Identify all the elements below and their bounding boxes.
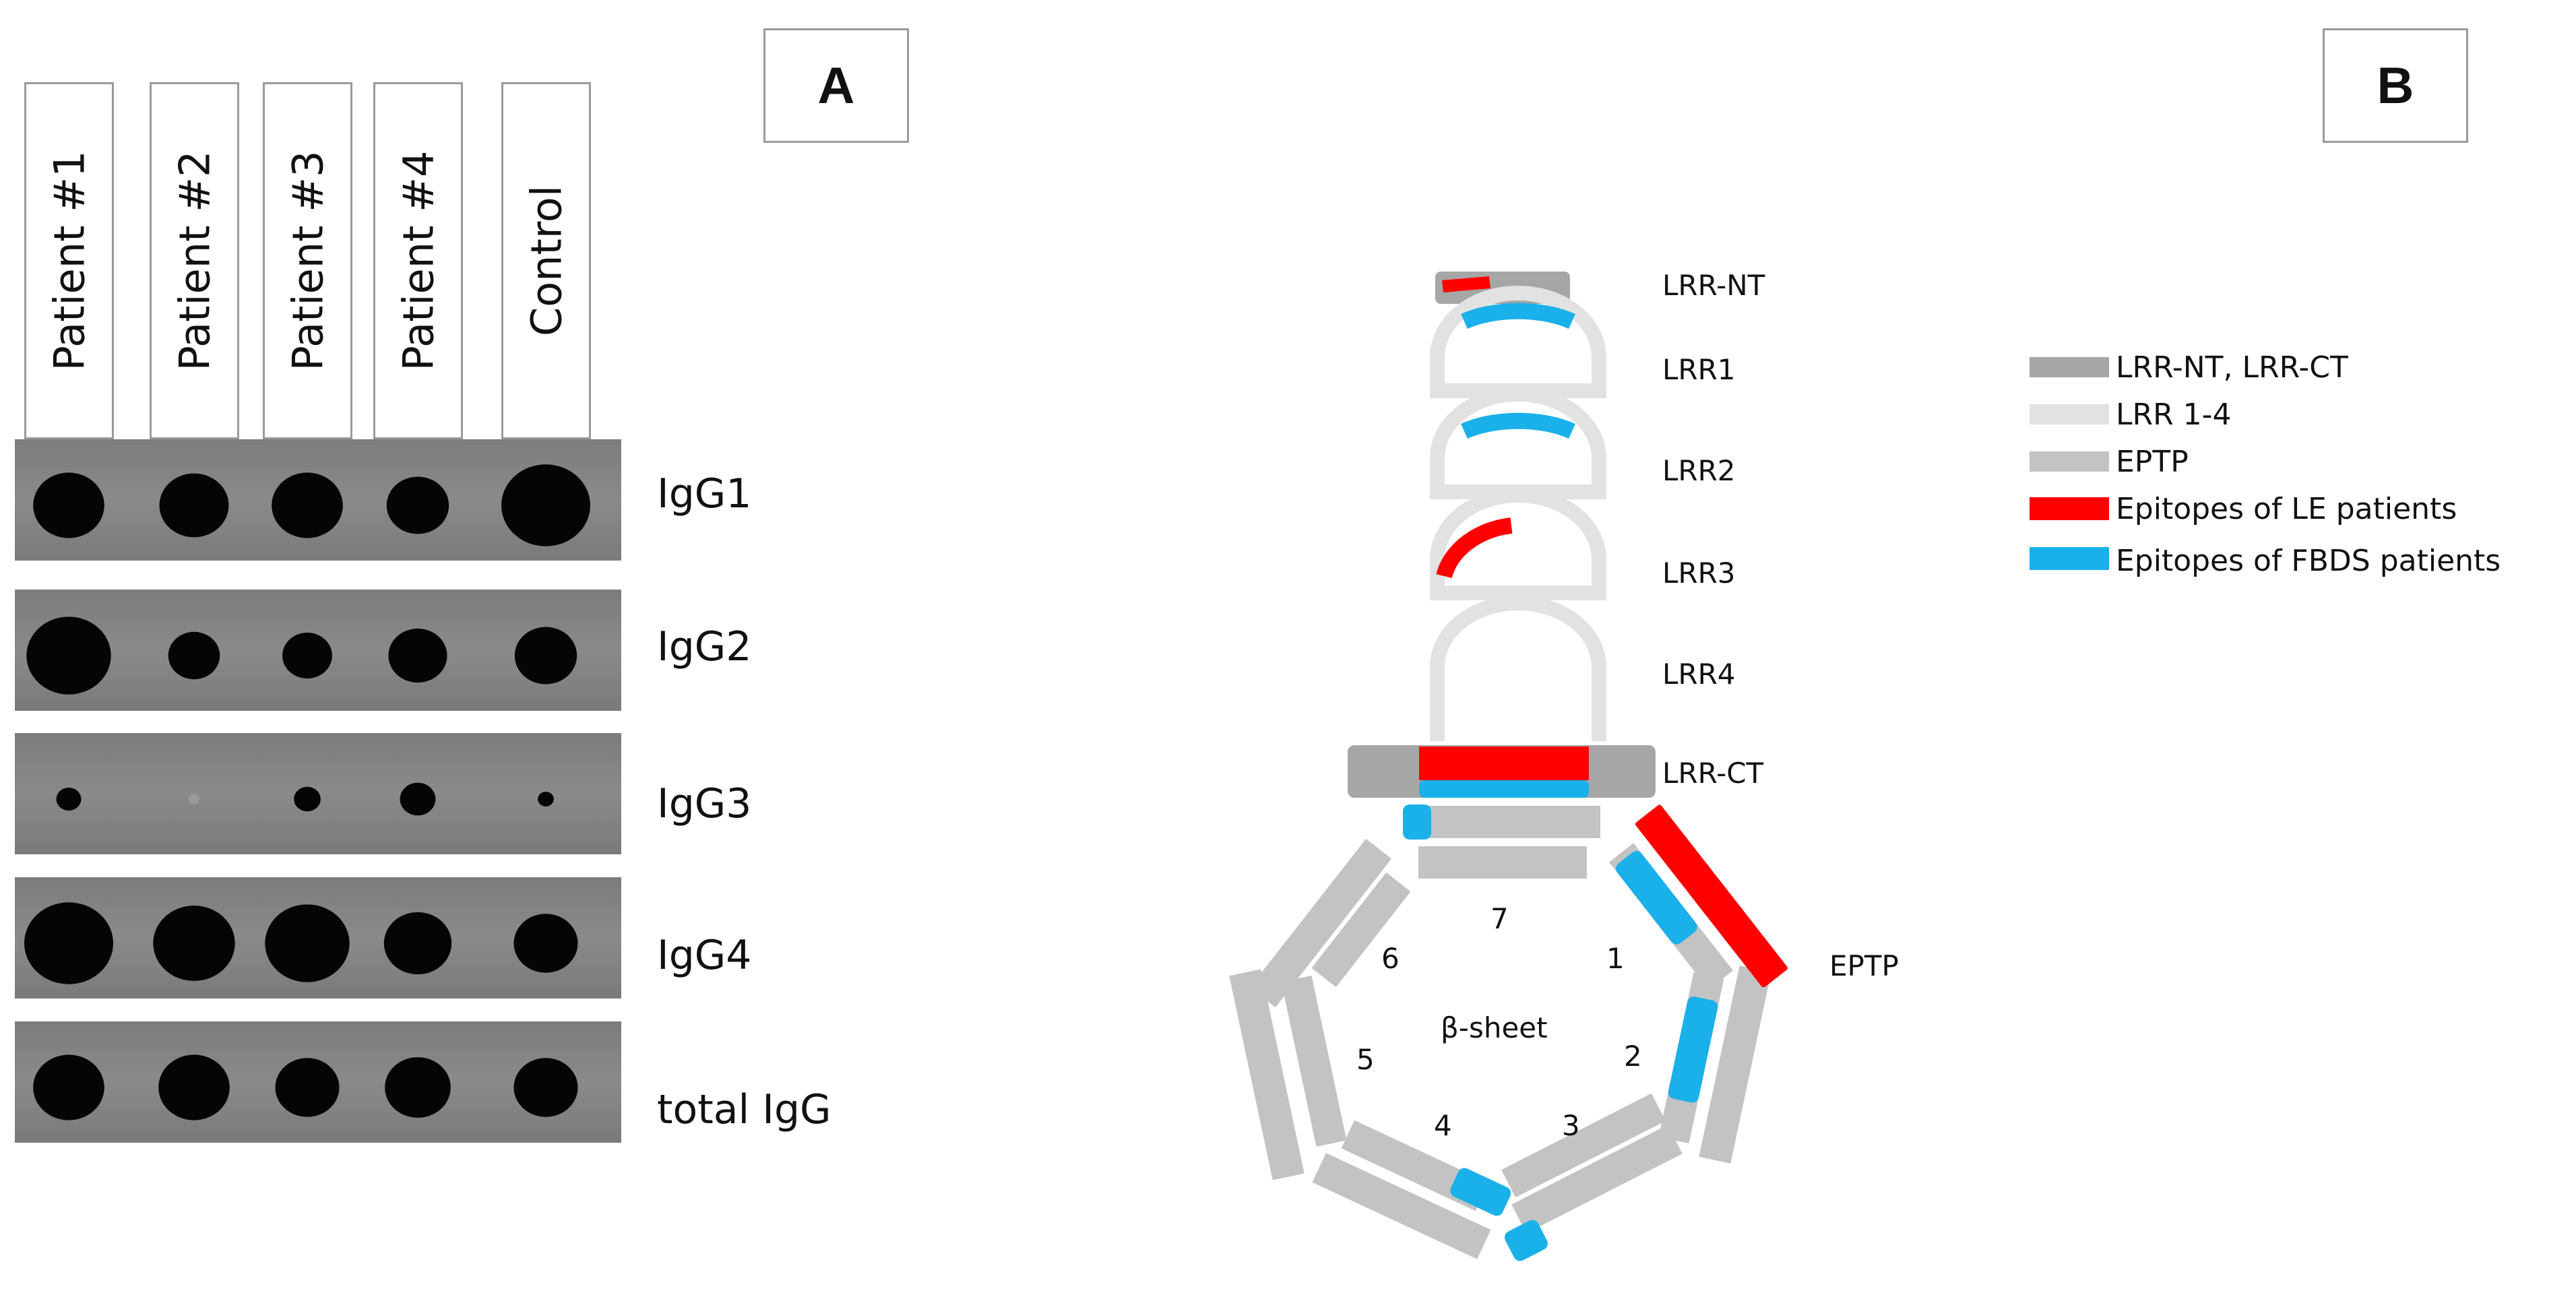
row-label-total-igg: total IgG xyxy=(657,1086,831,1133)
blot-dot xyxy=(33,1054,104,1120)
blot-dot xyxy=(26,616,111,695)
domain-label-lrr-ct: LRR-CT xyxy=(1662,757,1764,790)
row-label-igg1: IgG1 xyxy=(657,470,752,517)
blot-dot xyxy=(33,472,104,538)
blot-strip xyxy=(15,590,621,711)
blot-dot xyxy=(383,912,452,975)
eptp-blade-1-fbds-epitope xyxy=(1616,851,1697,945)
legend-swatch-lrr-1-4 xyxy=(2030,404,2109,424)
blot-dot xyxy=(275,1058,340,1117)
row-label-igg4: IgG4 xyxy=(657,932,752,979)
domain-label-eptp: EPTP xyxy=(1829,949,1899,982)
eptp-blade-7-inner xyxy=(1418,846,1587,879)
blot-dot xyxy=(294,786,321,812)
blot-dot xyxy=(400,782,436,816)
blot-dot xyxy=(514,627,577,685)
column-header-patient-1: Patient #1 xyxy=(24,82,114,439)
eptp-blade-5-inner xyxy=(1281,975,1347,1147)
blot-strip xyxy=(15,733,621,854)
eptp-blade-2-outer xyxy=(1699,966,1771,1164)
blot-dot xyxy=(386,476,449,534)
lrr3-le-epitope xyxy=(1436,517,1513,579)
blot-strip xyxy=(15,877,621,999)
lrr4-repeat xyxy=(1430,596,1606,741)
legend-label-eptp: EPTP xyxy=(2116,445,2189,479)
legend-swatch-eptp xyxy=(2030,451,2109,472)
blot-dot xyxy=(272,472,343,538)
eptp-blade-3-fbds-epitope xyxy=(1505,1220,1548,1261)
blot-dot xyxy=(153,906,235,981)
eptp-blade-3-outer xyxy=(1511,1125,1683,1234)
eptp-blade-1-le-epitope xyxy=(1635,804,1788,988)
eptp-blade-6-inner xyxy=(1311,872,1411,988)
blade-number-3: 3 xyxy=(1562,1109,1580,1142)
blot-strip xyxy=(15,439,621,561)
legend: LRR-NT, LRR-CT LRR 1-4 EPTP Epitopes of … xyxy=(2030,350,2501,578)
eptp-blade-2-fbds-epitope xyxy=(1668,997,1718,1103)
blot-dot xyxy=(265,904,350,982)
legend-label-le-epitopes: Epitopes of LE patients xyxy=(2116,492,2457,526)
lrr2-fbds-epitope xyxy=(1461,412,1575,439)
blot-dot xyxy=(159,473,229,538)
blot-dot xyxy=(538,792,554,806)
domain-label-lrr3: LRR3 xyxy=(1662,557,1736,590)
eptp-blade-6-outer xyxy=(1249,838,1392,1008)
blade-number-6: 6 xyxy=(1381,942,1400,975)
eptp-blade-4-fbds-epitope xyxy=(1450,1168,1511,1216)
column-header-patient-4: Patient #4 xyxy=(373,82,463,439)
blade-number-2: 2 xyxy=(1624,1040,1642,1073)
eptp-blade-7-outer xyxy=(1405,806,1600,838)
eptp-blade-5-outer xyxy=(1229,969,1305,1180)
blade-number-1: 1 xyxy=(1606,942,1625,975)
legend-label-lrr-1-4: LRR 1-4 xyxy=(2116,398,2232,432)
domain-label-lrr1: LRR1 xyxy=(1662,353,1736,386)
blot-dot xyxy=(282,632,332,679)
blade-number-5: 5 xyxy=(1356,1043,1375,1076)
beta-sheet-label: β-sheet xyxy=(1441,1011,1548,1044)
lrr1-fbds-epitope xyxy=(1461,303,1575,329)
panel-b-label: B xyxy=(2323,28,2468,143)
domain-label-lrr-nt: LRR-NT xyxy=(1662,269,1765,302)
legend-label-lrr-nt-ct: LRR-NT, LRR-CT xyxy=(2116,350,2348,385)
panel-a-label: A xyxy=(763,28,909,143)
row-label-igg3: IgG3 xyxy=(657,780,752,827)
blot-dot xyxy=(56,787,82,811)
blade-number-7: 7 xyxy=(1490,902,1509,935)
legend-swatch-le-epitopes xyxy=(2030,497,2109,520)
lrr2-repeat xyxy=(1430,387,1606,499)
blot-dot xyxy=(388,628,447,683)
eptp-blade-7-fbds-epitope xyxy=(1403,804,1431,840)
blade-number-4: 4 xyxy=(1434,1109,1452,1142)
row-label-igg2: IgG2 xyxy=(657,623,752,670)
lrr-ct-fbds-epitope xyxy=(1419,780,1589,798)
blot-dot xyxy=(24,902,113,984)
eptp-blade-3-inner xyxy=(1501,1093,1666,1198)
column-header-patient-3: Patient #3 xyxy=(263,82,352,439)
blot-dot xyxy=(501,464,590,546)
blot-dot xyxy=(513,1058,578,1117)
blot-dot xyxy=(158,1054,230,1120)
lrr-nt-le-epitope xyxy=(1442,276,1490,292)
blot-dot xyxy=(168,631,220,680)
legend-label-fbds-epitopes: Epitopes of FBDS patients xyxy=(2116,544,2501,578)
domain-label-lrr2: LRR2 xyxy=(1662,454,1736,487)
legend-swatch-lrr-nt-ct xyxy=(2030,357,2109,377)
eptp-blade-4-outer xyxy=(1312,1153,1491,1259)
domain-label-lrr4: LRR4 xyxy=(1662,658,1736,691)
blot-dot xyxy=(513,914,578,973)
blot-strip xyxy=(15,1021,621,1143)
legend-swatch-fbds-epitopes xyxy=(2030,547,2109,570)
blot-dot xyxy=(385,1057,451,1118)
lrr1-repeat xyxy=(1430,286,1606,398)
lrr-ct-le-epitope xyxy=(1419,747,1589,780)
lrr3-repeat xyxy=(1430,488,1606,600)
blot-dot xyxy=(189,794,199,804)
column-header-patient-2: Patient #2 xyxy=(150,82,239,439)
column-header-control: Control xyxy=(501,82,591,439)
